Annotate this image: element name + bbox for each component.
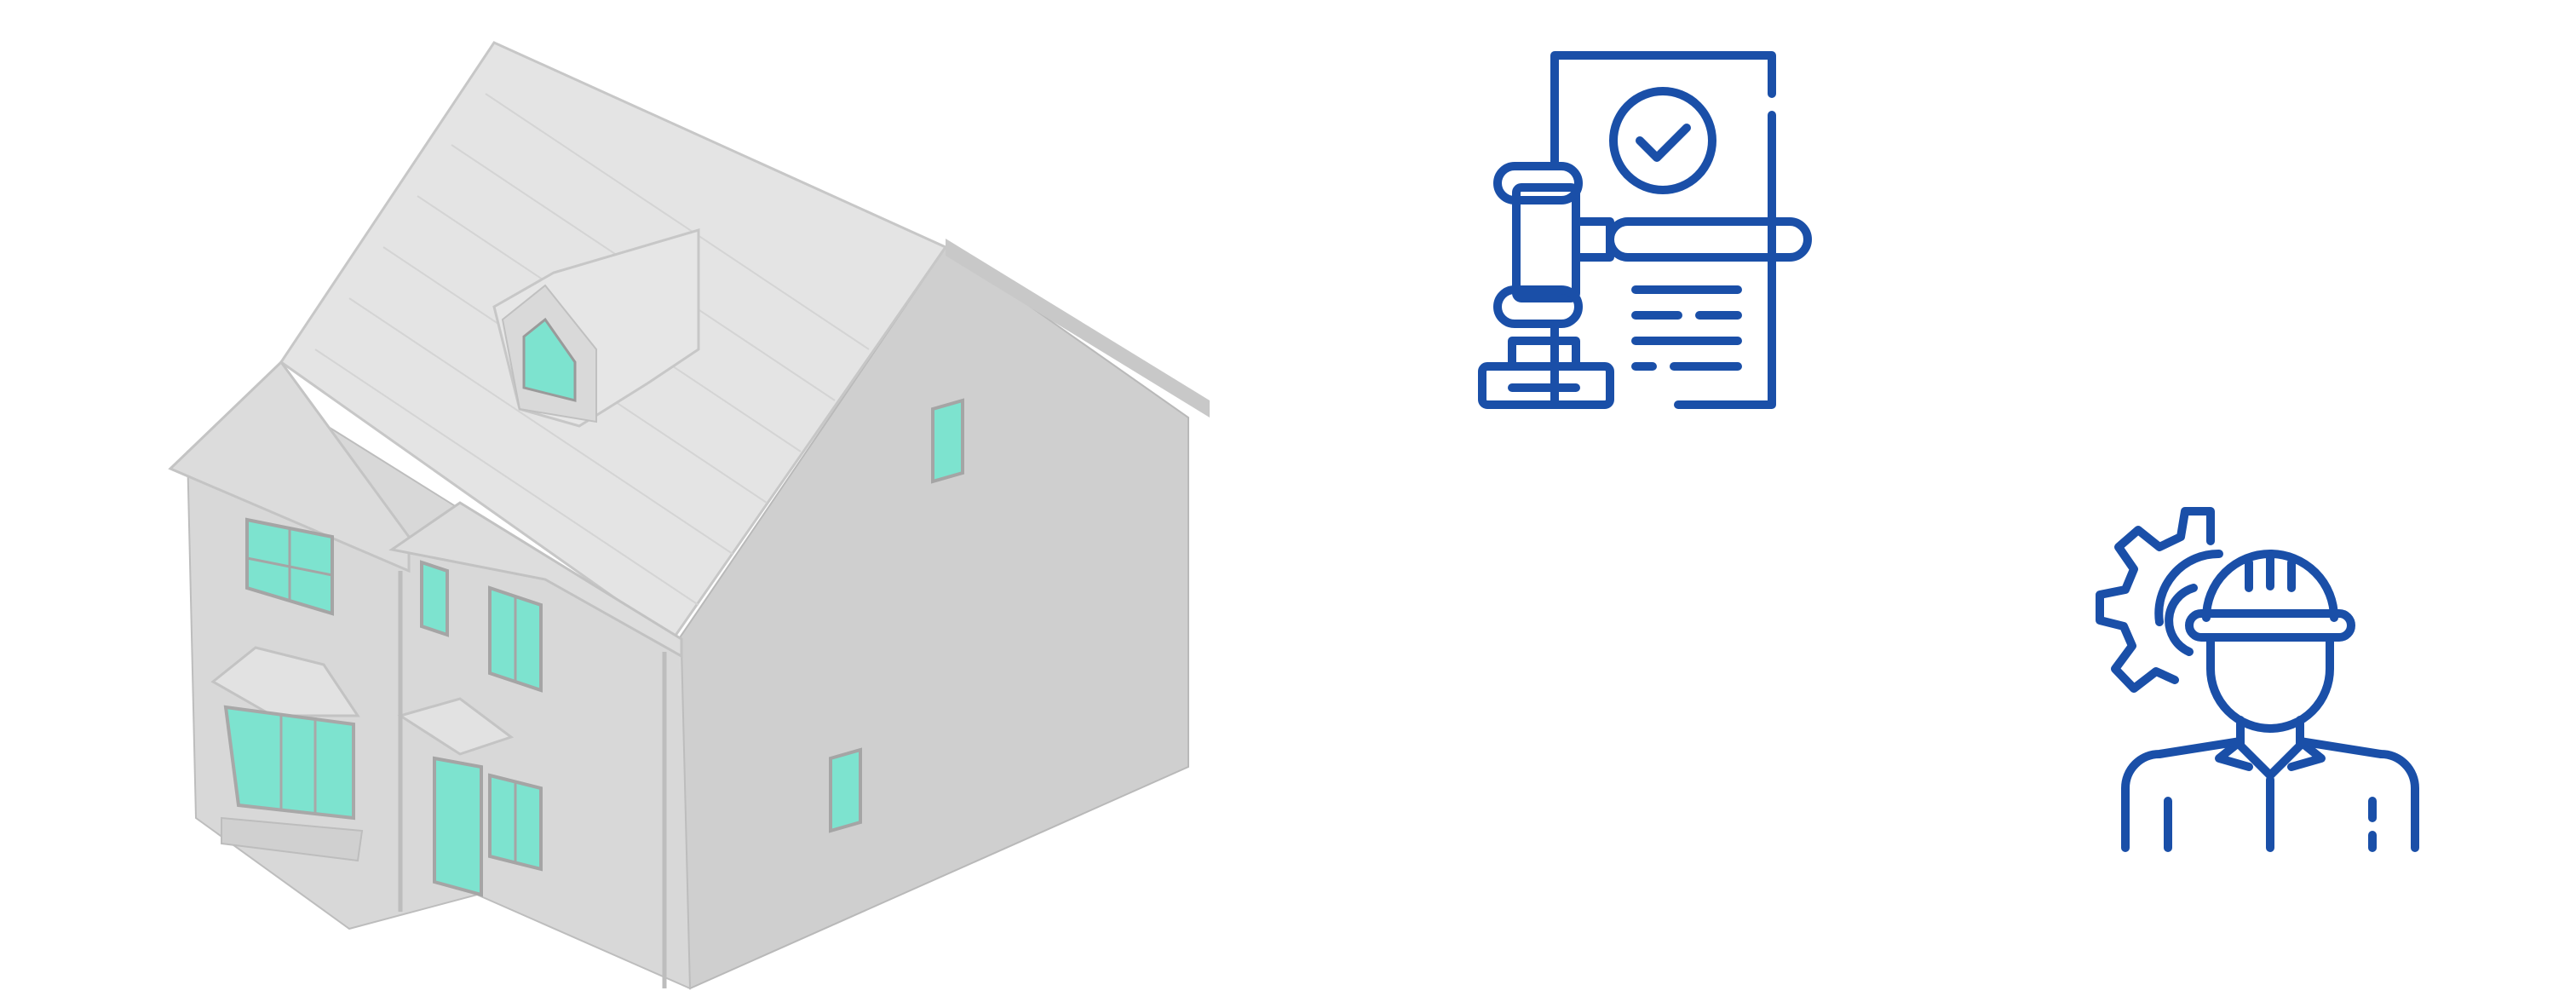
gavel-document-check-icon bbox=[1478, 51, 1812, 409]
engineer-gear-icon bbox=[2096, 507, 2419, 852]
house-3d-model bbox=[168, 41, 1210, 990]
